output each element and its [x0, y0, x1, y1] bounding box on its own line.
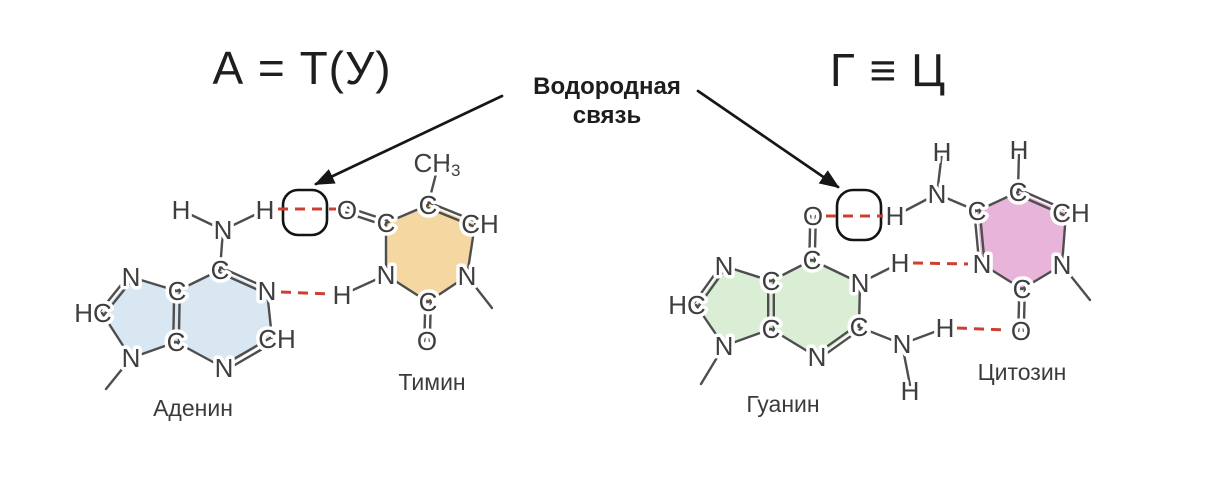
pair-title-at: А = Т(У) — [212, 42, 391, 94]
thymine-c2: C — [419, 287, 438, 317]
adenine-label: Аденин — [153, 395, 233, 421]
thymine-h3: H — [333, 280, 352, 310]
thymine-o2: O — [417, 326, 437, 356]
guanine-c6: C — [803, 245, 822, 275]
adenine-c4: C — [167, 327, 186, 357]
thymine-n3: N — [377, 260, 396, 290]
adenine-c5: C — [168, 276, 187, 306]
cytosine-amino-h-top: H — [933, 137, 952, 167]
hbond-highlight-circle-at — [281, 188, 329, 237]
guanine-bonds — [692, 214, 947, 387]
thymine-methyl-group: CH3 — [413, 148, 460, 180]
adenine-amino-h-right: H — [256, 195, 275, 225]
thymine-c4: C — [377, 208, 396, 238]
guanine-o6: O — [803, 201, 823, 231]
hbond-label-line2: связь — [573, 102, 641, 129]
thymine-methyl-main: CH — [413, 148, 451, 178]
guanine-amino-h-right: H — [936, 313, 955, 343]
adenine-imidazole-ring-fill — [102, 277, 177, 358]
hbond-annotation: Водородная связь — [281, 73, 883, 242]
hbond-label-line1: Водородная — [533, 73, 681, 100]
cytosine-o2: O — [1011, 316, 1031, 346]
guanine-imidazole-ring-fill — [696, 266, 771, 346]
adenine-n3: N — [215, 353, 234, 383]
thymine-ring-fill — [386, 205, 475, 302]
guanine-n3: N — [808, 342, 827, 372]
guanine-label: Гуанин — [746, 391, 819, 417]
thymine-o4: O — [337, 195, 357, 225]
adenine-n7: N — [122, 262, 141, 292]
cytosine-amino-n4: N — [928, 179, 947, 209]
guanine-c4: C — [762, 314, 781, 344]
thymine-label: Тимин — [398, 369, 465, 395]
guanine-n1: N — [851, 268, 870, 298]
cytosine-h5: H — [1010, 135, 1029, 165]
thymine-molecule: CH3 C CH N C O N C O H Тимин — [329, 145, 502, 396]
cytosine-bonds — [893, 148, 1092, 333]
adenine-molecule: H N H C N CH N C C N HC N Аденин — [71, 192, 300, 422]
cytosine-n3: N — [973, 249, 992, 279]
guanine-n7: N — [715, 251, 734, 281]
cytosine-label: Цитозин — [978, 359, 1067, 385]
pair-title-gc: Г ≡ Ц — [830, 44, 946, 96]
guanine-pyrimidine-ring-fill — [771, 260, 860, 357]
hbond-arrow-left — [314, 94, 504, 186]
thymine-atoms: CH3 C CH N C O N C O H — [329, 145, 502, 360]
at-hbond-bottom — [280, 290, 331, 296]
adenine-pyrimidine-ring-fill — [176, 270, 272, 368]
guanine-h1: H — [891, 248, 910, 278]
guanine-amino-h-bottom: H — [901, 376, 920, 406]
cytosine-molecule: H N H C C H CH N C O N Цитозин — [882, 132, 1093, 386]
cytosine-c4: C — [968, 196, 987, 226]
cytosine-c6: CH — [1052, 198, 1090, 228]
thymine-bonds — [340, 168, 494, 343]
thymine-methyl-subscript: 3 — [451, 161, 460, 180]
guanine-amino-n2: N — [893, 329, 912, 359]
adenine-atoms: H N H C N CH N C C N HC N — [71, 192, 300, 387]
thymine-c6: CH — [461, 209, 499, 239]
guanine-molecule: O C N H C N C C N HC N N H H Гуанин — [665, 198, 958, 418]
gc-hbond-middle — [912, 261, 969, 266]
adenine-amino-h-left: H — [172, 195, 191, 225]
adenine-c2: CH — [258, 324, 296, 354]
adenine-n1: N — [258, 276, 277, 306]
cytosine-atoms: H N H C C H CH N C O N — [882, 132, 1093, 350]
adenine-c8: HC — [74, 298, 112, 328]
cytosine-ring-fill — [977, 192, 1066, 289]
adenine-n9: N — [122, 343, 141, 373]
thymine-c5: C — [419, 190, 438, 220]
guanine-atoms: O C N H C N C C N HC N N H H — [665, 198, 958, 410]
adenine-c6: C — [211, 255, 230, 285]
cytosine-n1: N — [1053, 250, 1072, 280]
gc-hbond-bottom — [956, 326, 1007, 332]
guanine-c5: C — [762, 266, 781, 296]
cytosine-c5: C — [1009, 177, 1028, 207]
guanine-n9: N — [715, 331, 734, 361]
cytosine-amino-h-left: H — [886, 201, 905, 231]
at-hydrogen-bonds — [278, 207, 336, 296]
hbond-arrow-right — [696, 89, 840, 189]
gc-hydrogen-bonds — [826, 214, 1007, 332]
guanine-c8: HC — [668, 290, 706, 320]
thymine-n1: N — [458, 261, 477, 291]
cytosine-c2: C — [1013, 274, 1032, 304]
adenine-bonds — [98, 208, 277, 391]
adenine-amino-n: N — [214, 215, 233, 245]
guanine-c2: C — [850, 312, 869, 342]
